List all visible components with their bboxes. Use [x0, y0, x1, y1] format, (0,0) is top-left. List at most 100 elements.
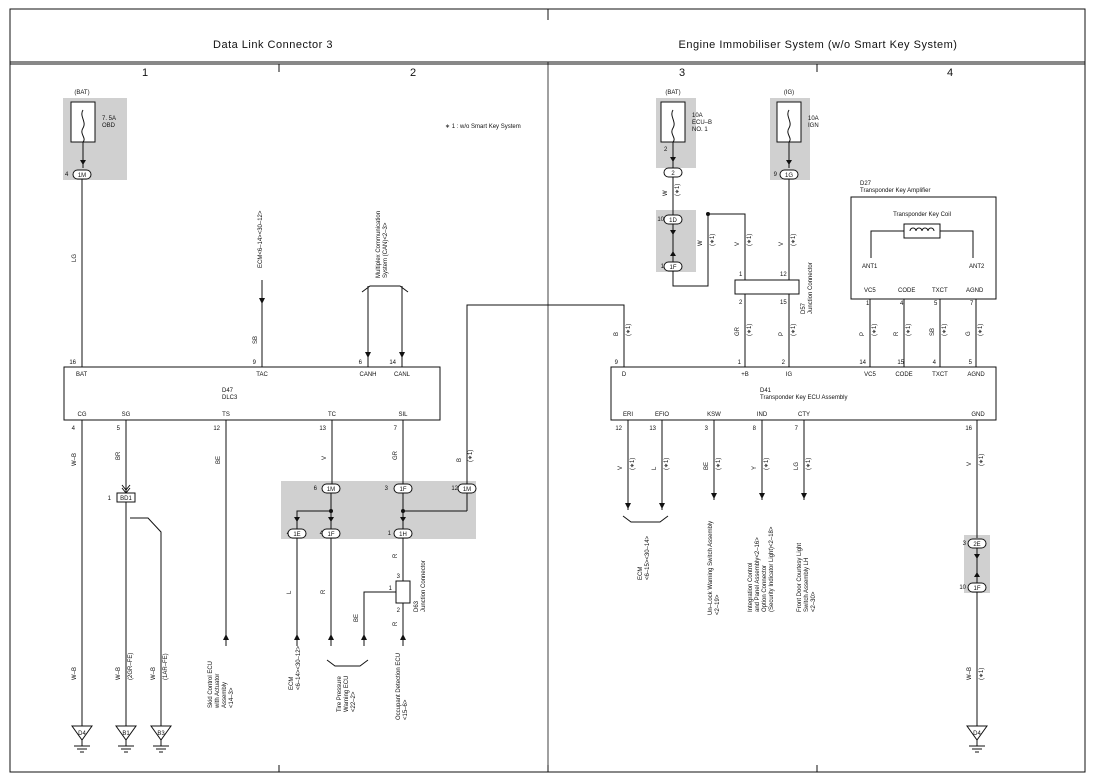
svg-text:D41: D41 [760, 388, 772, 394]
transponder-key-amplifier: D27 Transponder Key Amplifier Transponde… [850, 181, 997, 300]
svg-text:(∗1): (∗1) [630, 458, 636, 470]
svg-text:+B: +B [741, 372, 749, 378]
svg-text:D63: D63 [414, 600, 420, 612]
svg-text:6: 6 [359, 360, 363, 366]
svg-text:D4: D4 [78, 731, 86, 737]
svg-text:(∗1): (∗1) [791, 234, 797, 246]
svg-text:5: 5 [969, 360, 973, 366]
svg-text:B1: B1 [122, 731, 130, 737]
svg-text:CODE: CODE [895, 372, 912, 378]
column-label-3: 3 [679, 67, 685, 79]
svg-text:ECU–B: ECU–B [692, 120, 712, 126]
svg-text:R: R [393, 553, 399, 558]
svg-text:D: D [622, 372, 627, 378]
svg-text:<22–2>: <22–2> [351, 691, 357, 712]
svg-text:Integration Control: Integration Control [748, 563, 754, 612]
svg-text:BE: BE [704, 462, 710, 470]
svg-text:ECM: ECM [289, 677, 295, 690]
svg-text:Junction Connector: Junction Connector [808, 262, 814, 314]
svg-text:(Security Indicator Light)<2–1: (Security Indicator Light)<2–18> [769, 526, 775, 612]
svg-text:1: 1 [388, 531, 392, 537]
svg-text:D27: D27 [860, 181, 872, 187]
junction-d57: 1 12 2 15 D57 Junction Connector [734, 262, 814, 314]
svg-text:R: R [321, 589, 327, 594]
svg-text:System (CAN)<2–3>: System (CAN)<2–3> [383, 222, 389, 278]
svg-text:Warning ECU: Warning ECU [344, 676, 350, 712]
svg-text:B3: B3 [157, 731, 165, 737]
svg-text:2: 2 [739, 300, 743, 306]
svg-text:4: 4 [65, 172, 69, 178]
svg-text:2: 2 [397, 608, 401, 614]
svg-text:Switch Assembly LH: Switch Assembly LH [804, 558, 810, 612]
fuse-obd: (BAT) 7. 5A OBD 4 1M [65, 90, 116, 180]
svg-text:Occupant Detection ECU: Occupant Detection ECU [396, 653, 402, 720]
svg-text:Transponder Key Amplifier: Transponder Key Amplifier [860, 188, 930, 194]
svg-text:(∗1): (∗1) [806, 458, 812, 470]
svg-text:ANT1: ANT1 [862, 264, 878, 270]
svg-text:10A: 10A [692, 113, 703, 119]
svg-text:(∗1): (∗1) [979, 454, 985, 466]
svg-text:2: 2 [671, 171, 675, 177]
svg-text:2: 2 [664, 147, 668, 153]
svg-text:(2GR–FE): (2GR–FE) [128, 653, 134, 680]
svg-text:V: V [322, 456, 328, 460]
svg-text:W–B: W–B [72, 667, 78, 680]
svg-text:ANT2: ANT2 [969, 264, 985, 270]
svg-text:15: 15 [780, 300, 787, 306]
svg-text:1G: 1G [785, 173, 793, 179]
svg-text:W–B: W–B [967, 667, 973, 680]
svg-text:<6–14><30–12>: <6–14><30–12> [296, 645, 302, 690]
footnote: ∗ 1 : w/o Smart Key System [445, 124, 521, 130]
svg-text:NO. 1: NO. 1 [692, 127, 708, 133]
svg-text:<15–6>: <15–6> [403, 699, 409, 720]
svg-text:IGN: IGN [808, 123, 819, 129]
svg-text:9: 9 [253, 360, 257, 366]
svg-text:(∗1): (∗1) [978, 324, 984, 336]
svg-text:VC5: VC5 [864, 372, 876, 378]
svg-text:GR: GR [393, 450, 399, 460]
svg-text:9: 9 [615, 360, 619, 366]
ground-b3: B3 [150, 725, 172, 753]
svg-text:TXCT: TXCT [932, 288, 948, 294]
svg-text:CTY: CTY [798, 412, 810, 418]
svg-text:1: 1 [661, 264, 665, 270]
svg-text:W–B: W–B [116, 667, 122, 680]
svg-text:Option Connector: Option Connector [762, 565, 768, 612]
svg-text:12: 12 [780, 272, 787, 278]
svg-text:P: P [779, 332, 785, 336]
svg-text:16: 16 [965, 426, 972, 432]
svg-text:W: W [663, 190, 669, 196]
svg-text:12: 12 [615, 426, 622, 432]
svg-text:(∗1): (∗1) [664, 458, 670, 470]
svg-text:with Actuator: with Actuator [215, 674, 221, 709]
svg-text:<6–15><30–14>: <6–15><30–14> [645, 535, 651, 580]
column-label-1: 1 [142, 67, 148, 79]
svg-text:7: 7 [795, 426, 799, 432]
svg-text:10: 10 [657, 217, 664, 223]
svg-text:(∗1): (∗1) [979, 668, 985, 680]
svg-text:<2–30>: <2–30> [811, 591, 817, 612]
svg-text:1E: 1E [293, 532, 300, 538]
svg-text:1: 1 [739, 272, 743, 278]
ref-occupant-detection: Occupant Detection ECU <15–6> [396, 653, 409, 720]
svg-text:2E: 2E [973, 542, 980, 548]
fuse-ecu-b: (BAT) 10A ECU–B NO. 1 2 2 [660, 90, 712, 178]
svg-text:3: 3 [385, 486, 389, 492]
svg-text:DLC3: DLC3 [222, 395, 238, 401]
svg-text:(∗1): (∗1) [747, 234, 753, 246]
svg-text:10: 10 [959, 585, 966, 591]
junction-d63: 3 1 2 D63 Junction Connector [389, 560, 427, 614]
svg-text:12: 12 [451, 486, 458, 492]
svg-text:GND: GND [971, 412, 985, 418]
svg-text:13: 13 [319, 426, 326, 432]
svg-text:16: 16 [69, 360, 76, 366]
svg-text:SB: SB [253, 336, 259, 344]
svg-text:LG: LG [72, 254, 78, 262]
section-title-left: Data Link Connector 3 [213, 39, 333, 51]
column-label-2: 2 [410, 67, 416, 79]
svg-text:R: R [894, 331, 900, 336]
svg-text:(∗1): (∗1) [710, 234, 716, 246]
svg-text:LG: LG [794, 462, 800, 470]
svg-text:1H: 1H [399, 532, 407, 538]
